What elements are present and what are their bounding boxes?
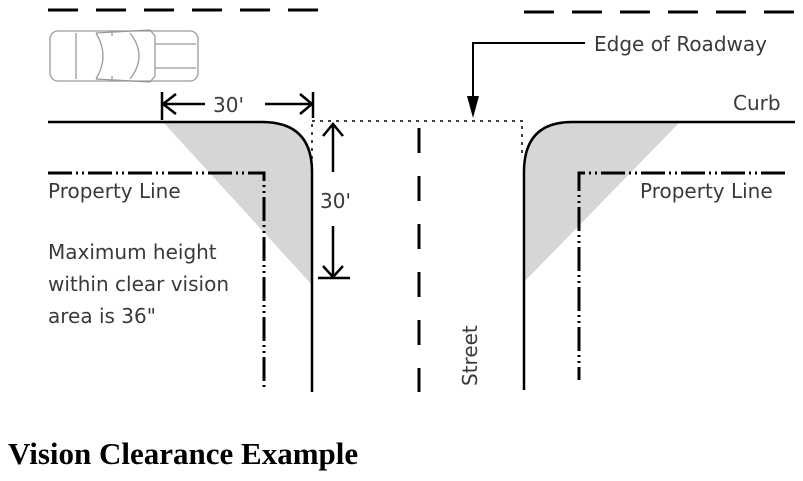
figure-caption: Vision Clearance Example [8, 436, 359, 471]
height-note-line-2: within clear vision [48, 272, 229, 296]
leader-arrowhead [467, 96, 479, 118]
edge-of-roadway-line [311, 120, 524, 165]
height-note-line-3: area is 36" [48, 304, 156, 328]
property-line-left-label: Property Line [48, 179, 181, 203]
height-note: Maximum height within clear vision area … [48, 240, 229, 328]
clear-vision-area-right [524, 122, 680, 282]
dimension-vertical-label: 30' [320, 189, 351, 213]
clear-vision-area-left [163, 122, 312, 285]
edge-of-roadway-leader [472, 42, 585, 100]
property-line-left [48, 171, 266, 390]
height-note-line-1: Maximum height [48, 240, 217, 264]
dimension-vertical [318, 122, 350, 280]
pickup-truck-icon [49, 29, 199, 83]
curb-left [48, 120, 314, 392]
street-label: Street [458, 325, 482, 386]
property-line-right [577, 171, 785, 380]
curb-label: Curb [733, 91, 781, 115]
dimension-horizontal [160, 92, 315, 120]
dimension-horizontal-label: 30' [213, 93, 244, 117]
vision-clearance-diagram: 30' 30' Edge of Roadway Curb Property Li… [48, 8, 795, 392]
property-line-right-label: Property Line [640, 179, 773, 203]
curb-right [522, 120, 795, 390]
edge-of-roadway-label: Edge of Roadway [594, 32, 767, 56]
